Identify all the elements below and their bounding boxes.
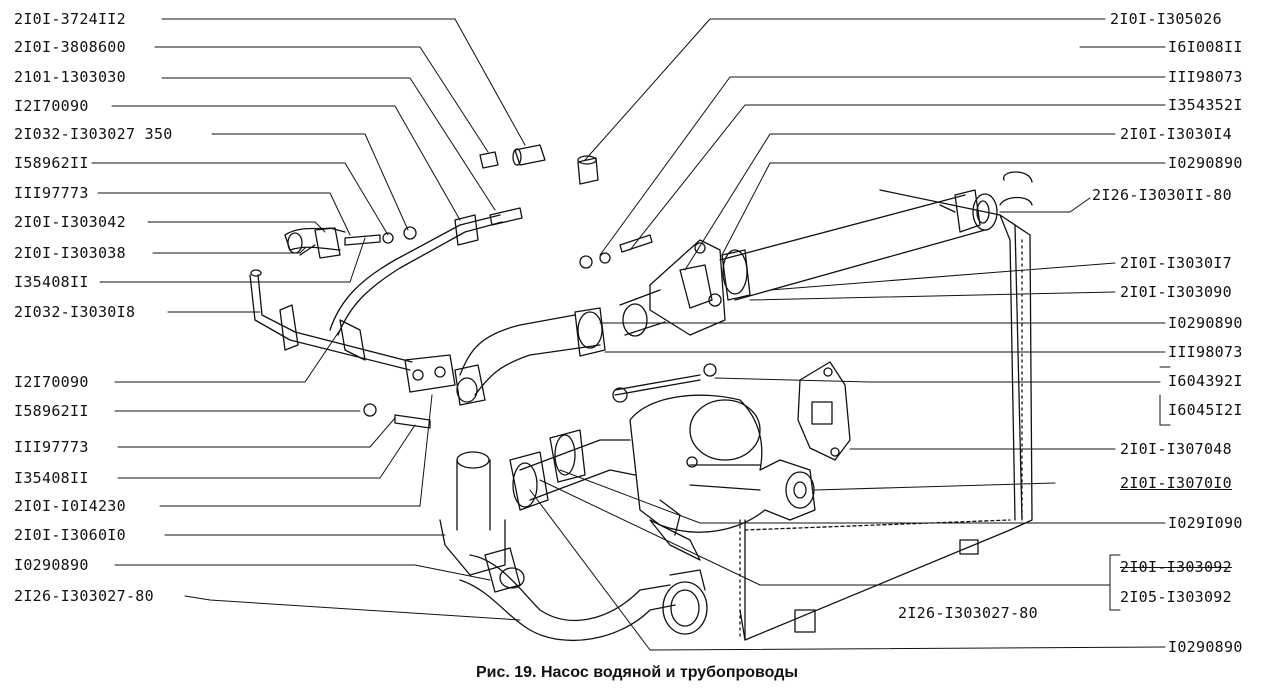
part-label-right-14: 2I0I-I307048 [1120, 440, 1232, 458]
part-label-right-16: I029I090 [1168, 514, 1243, 532]
thin-tube [249, 214, 503, 371]
part-label-right-19: 2I26-I303027-80 [898, 604, 1038, 622]
part-label-left-15: I35408II [14, 469, 89, 487]
part-label-left-10: I35408II [14, 273, 89, 291]
part-label-right-20: I0290890 [1168, 638, 1243, 656]
radiator [739, 171, 1033, 641]
part-label-left-7: III97773 [14, 184, 89, 202]
part-label-left-8: 2I0I-I303042 [14, 213, 126, 231]
part-label-right-18: 2I05-I303092 [1120, 588, 1232, 606]
part-label-right-17: 2I0I-I303092 [1120, 558, 1232, 576]
left-tube-assembly [284, 226, 417, 259]
part-label-left-5: 2I032-I303027 350 [14, 125, 173, 143]
part-label-right-15: 2I0I-I3070I0 [1120, 474, 1232, 492]
small-fittings [479, 144, 653, 269]
part-label-right-9: 2I0I-I303090 [1120, 283, 1232, 301]
leader-lines [91, 18, 1171, 651]
part-label-right-13: I6045I2I [1168, 401, 1243, 419]
part-label-left-18: I0290890 [14, 556, 89, 574]
figure-caption: Рис. 19. Насос водяной и трубопроводы [475, 664, 799, 681]
gaskets [363, 354, 456, 429]
part-label-left-9: 2I0I-I303038 [14, 244, 126, 262]
part-label-right-5: 2I0I-I3030I4 [1120, 125, 1232, 143]
part-label-right-1: 2I0I-I305026 [1110, 10, 1222, 28]
inlet-hose [509, 429, 636, 511]
part-label-right-4: I354352I [1168, 96, 1243, 114]
part-label-left-16: 2I0I-I0I4230 [14, 497, 126, 515]
part-label-left-6: I58962II [14, 154, 89, 172]
part-label-right-8: 2I0I-I3030I7 [1120, 254, 1232, 272]
part-label-right-10: I0290890 [1168, 314, 1243, 332]
part-label-right-7: 2I26-I3030II-80 [1092, 186, 1232, 204]
pump-gasket [797, 361, 851, 461]
part-label-left-1: 2I0I-3724II2 [14, 10, 126, 28]
part-label-left-12: I2I70090 [14, 373, 89, 391]
part-label-left-3: 2101-1303030 [14, 68, 126, 86]
part-label-left-14: III97773 [14, 438, 89, 456]
bent-pipe [454, 307, 606, 406]
lower-hose [439, 451, 708, 642]
part-label-left-13: I58962II [14, 402, 89, 420]
part-label-left-11: 2I032-I3030I8 [14, 303, 136, 321]
part-label-left-2: 2I0I-3808600 [14, 38, 126, 56]
part-label-left-4: I2I70090 [14, 97, 89, 115]
upper-pipe [719, 189, 998, 301]
thermostat-housing [619, 239, 726, 337]
part-label-right-3: III98073 [1168, 68, 1243, 86]
part-label-right-6: I0290890 [1168, 154, 1243, 172]
part-label-right-12: I604392I [1168, 372, 1243, 390]
part-label-right-2: I6I008II [1168, 38, 1243, 56]
part-label-right-11: III98073 [1168, 343, 1243, 361]
part-label-left-19: 2I26-I303027-80 [14, 587, 154, 605]
part-label-left-17: 2I0I-I3060I0 [14, 526, 126, 544]
water-pump [612, 363, 816, 561]
